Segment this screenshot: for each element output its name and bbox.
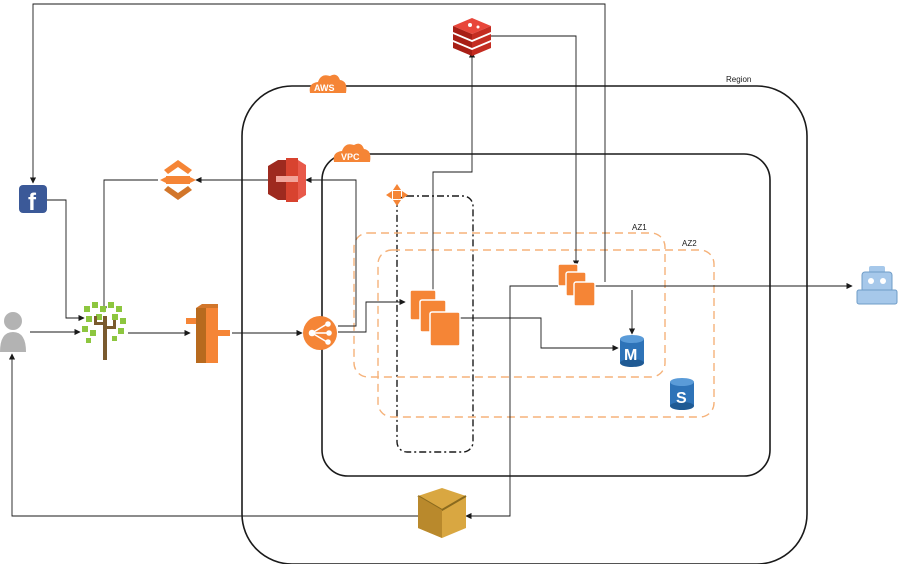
connector-worker-to-ses bbox=[465, 285, 558, 520]
user-icon bbox=[0, 312, 26, 352]
connector-cloudfront-to-tree bbox=[100, 179, 158, 313]
cloudfront-icon bbox=[160, 160, 196, 200]
connector-instance-to-redis bbox=[432, 51, 476, 290]
ec2-instances-icon bbox=[409, 289, 461, 347]
rds-standby-glyph: S bbox=[676, 390, 687, 407]
nat-gateway-icon bbox=[386, 184, 408, 206]
connector-redis-to-instance bbox=[490, 35, 580, 267]
connector-instances-to-db bbox=[460, 317, 619, 352]
redis-icon bbox=[453, 18, 491, 56]
region-label: Region bbox=[726, 75, 751, 84]
az2-label: AZ2 bbox=[682, 239, 697, 248]
public-subnet-boundary bbox=[396, 195, 474, 453]
rds-master-icon: M bbox=[620, 335, 644, 367]
vpc-boundary bbox=[321, 153, 771, 477]
s3-bucket-icon bbox=[268, 158, 306, 202]
gateway-icon bbox=[186, 304, 230, 363]
connector-elb-to-instances bbox=[338, 298, 406, 333]
region-boundary bbox=[241, 85, 808, 564]
connector-top-to-facebook bbox=[29, 3, 606, 282]
connector-facebook-to-tree bbox=[47, 199, 85, 322]
load-balancer-icon bbox=[303, 316, 337, 350]
tree-icon bbox=[82, 302, 126, 360]
az1-boundary bbox=[353, 232, 666, 378]
aws-cloud-icon: AWS bbox=[309, 74, 347, 93]
az1-label: AZ1 bbox=[632, 223, 647, 232]
connector-elb-to-s3 bbox=[305, 176, 357, 327]
aws-cloud-label: AWS bbox=[314, 83, 335, 93]
ec2-worker-icon bbox=[557, 263, 596, 307]
vpc-cloud-label: VPC bbox=[341, 152, 360, 162]
vpc-cloud-icon: VPC bbox=[333, 143, 371, 162]
facebook-glyph: f bbox=[28, 189, 37, 216]
connectors bbox=[8, 3, 853, 520]
ses-email-icon bbox=[417, 488, 467, 538]
facebook-icon: f bbox=[19, 185, 47, 216]
az2-boundary bbox=[377, 249, 715, 418]
rds-master-glyph: M bbox=[624, 347, 637, 364]
robot-icon bbox=[856, 266, 898, 305]
rds-standby-icon: S bbox=[670, 378, 694, 410]
connector-ses-to-user bbox=[8, 353, 420, 517]
